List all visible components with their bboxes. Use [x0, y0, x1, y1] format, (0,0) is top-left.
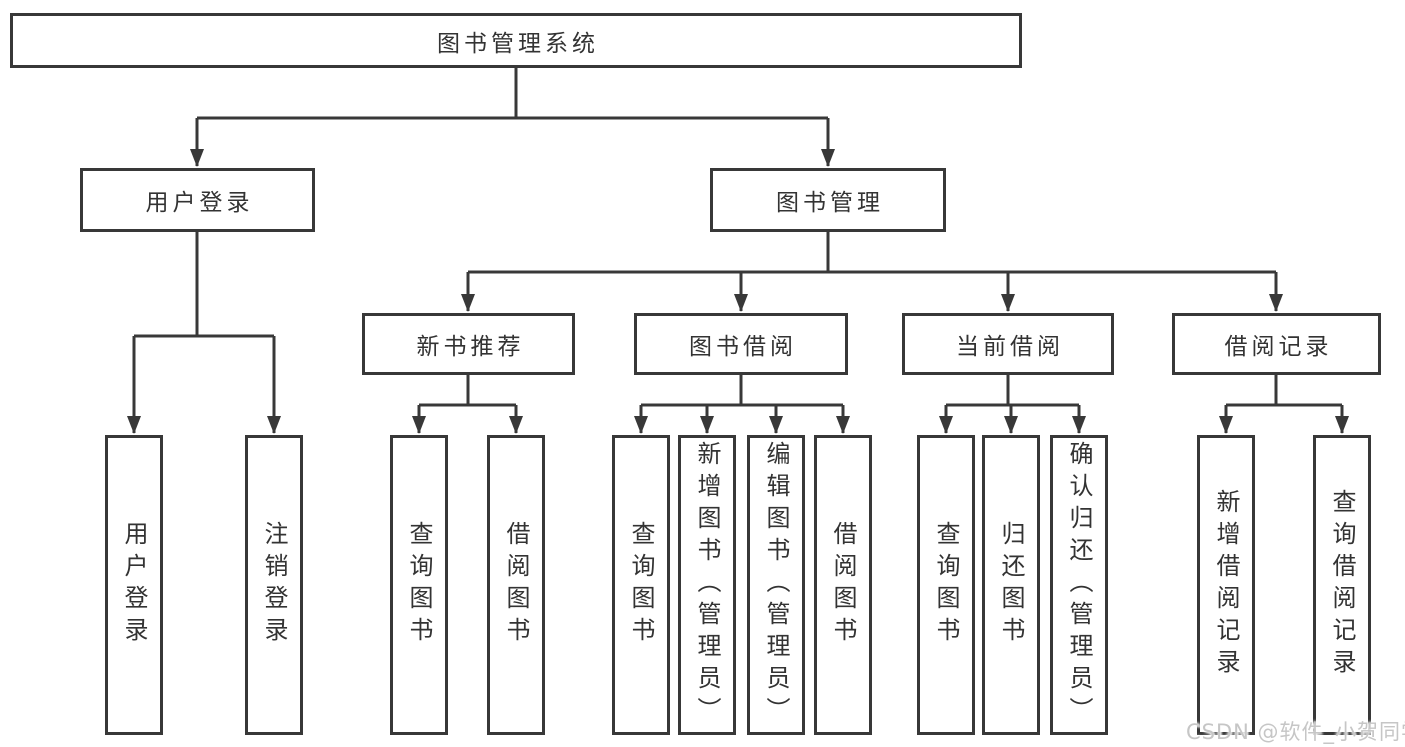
node-label: 新增图书（管理员）	[693, 441, 721, 729]
node-label: 图书管理	[776, 190, 884, 216]
node-label: 借阅图书	[829, 521, 857, 649]
leaf-add-borrow-record: 新增借阅记录	[1197, 435, 1255, 735]
node-book-management: 图书管理	[710, 168, 946, 232]
node-label: 新增借阅记录	[1212, 489, 1240, 681]
node-label: 用户登录	[120, 521, 148, 649]
node-label: 当前借阅	[956, 334, 1064, 360]
leaf-newbook-query-books: 查询图书	[390, 435, 448, 735]
leaf-query-borrow-record: 查询借阅记录	[1313, 435, 1371, 735]
csdn-watermark: CSDN @软件_小贺同学	[1186, 720, 1405, 744]
node-user-login: 用户登录	[80, 168, 315, 232]
leaf-newbook-borrow-books: 借阅图书	[487, 435, 545, 735]
leaf-return-books: 归还图书	[982, 435, 1040, 735]
node-label: 图书管理系统	[437, 30, 599, 57]
node-label: 确认归还（管理员）	[1065, 441, 1093, 729]
node-current-borrow: 当前借阅	[902, 313, 1114, 375]
leaf-user-login: 用户登录	[105, 435, 163, 735]
leaf-borrow-borrow-books: 借阅图书	[814, 435, 872, 735]
node-label: 查询图书	[405, 521, 433, 649]
node-label: 编辑图书（管理员）	[762, 441, 790, 729]
node-label: 查询借阅记录	[1328, 489, 1356, 681]
node-label: 查询图书	[627, 521, 655, 649]
node-book-borrow: 图书借阅	[634, 313, 848, 375]
node-label: 借阅记录	[1224, 334, 1333, 360]
leaf-edit-books-admin: 编辑图书（管理员）	[747, 435, 805, 735]
leaf-confirm-return-admin: 确认归还（管理员）	[1050, 435, 1108, 735]
node-label: 查询图书	[932, 521, 960, 649]
node-label: 图书借阅	[689, 334, 797, 360]
node-label: 新书推荐	[416, 334, 525, 360]
leaf-current-query-books: 查询图书	[917, 435, 975, 735]
node-label: 用户登录	[145, 190, 254, 216]
node-label: 借阅图书	[502, 521, 530, 649]
node-library-management-system: 图书管理系统	[10, 13, 1022, 68]
leaf-borrow-query-books: 查询图书	[612, 435, 670, 735]
node-borrow-records: 借阅记录	[1172, 313, 1381, 375]
node-new-book-recommend: 新书推荐	[362, 313, 575, 375]
node-label: 归还图书	[997, 521, 1025, 649]
node-label: 注销登录	[260, 521, 288, 649]
leaf-logout: 注销登录	[245, 435, 303, 735]
leaf-add-books-admin: 新增图书（管理员）	[678, 435, 736, 735]
